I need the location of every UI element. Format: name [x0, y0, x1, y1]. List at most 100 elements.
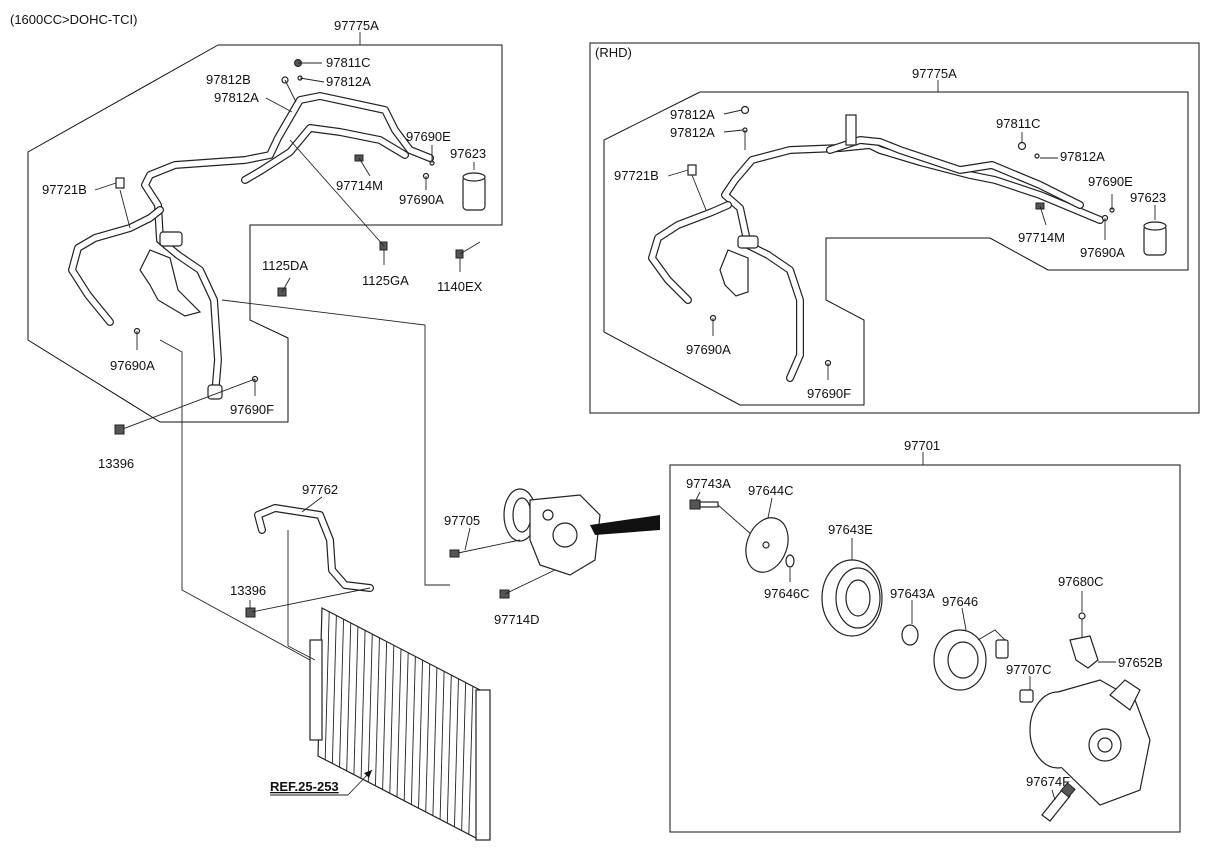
part-label-1140EX[interactable]: 1140EX	[437, 279, 483, 294]
part-label-97646[interactable]: 97646	[942, 594, 978, 609]
condenser-fin	[432, 667, 438, 816]
part-label-97643E[interactable]: 97643E	[828, 522, 873, 537]
part-label-97690F[interactable]: 97690F	[230, 402, 274, 417]
part-label-97652B[interactable]: 97652B	[1118, 655, 1163, 670]
bolt-97743A[interactable]	[689, 499, 719, 510]
condenser-fin	[339, 619, 344, 768]
pulley-97643E[interactable]	[821, 559, 883, 637]
condenser-fin	[375, 637, 380, 786]
part-label-13396-b[interactable]: 13396	[230, 583, 266, 598]
part-label-97762[interactable]: 97762	[302, 482, 338, 497]
condenser-fin	[446, 675, 452, 824]
rhd-bracket	[719, 249, 749, 297]
leader-to-condenser	[159, 339, 311, 661]
part-label-1125DA[interactable]: 1125DA	[262, 258, 308, 273]
bolt-97705	[449, 549, 460, 558]
part-label-97812A-2[interactable]: 97812A	[214, 90, 259, 105]
hose-joint	[159, 231, 183, 247]
compressor-assembly[interactable]	[503, 488, 601, 576]
lhd-suction-hose[interactable]	[141, 92, 434, 399]
ref-label-25-253[interactable]: REF.25-253	[270, 779, 339, 794]
part-label-97743A[interactable]: 97743A	[686, 476, 731, 491]
diagram-title: (1600CC>DOHC-TCI)	[10, 12, 138, 27]
part-label-97812A-rhd-3[interactable]: 97812A	[1060, 149, 1105, 164]
lhd-assembly-outline	[27, 44, 503, 423]
compressor-body[interactable]	[1029, 679, 1151, 806]
part-label-97811C[interactable]: 97811C	[326, 55, 371, 70]
part-label-97690E[interactable]: 97690E	[406, 129, 451, 144]
relief-valve-97674F[interactable]	[1041, 782, 1076, 822]
part-label-1125GA[interactable]: 1125GA	[362, 273, 409, 288]
part-label-97714D[interactable]: 97714D	[494, 612, 540, 627]
discharge-hose-97762[interactable]	[254, 504, 374, 592]
part-label-97812A-rhd-2[interactable]: 97812A	[670, 125, 715, 140]
part-label-97811C-rhd[interactable]: 97811C	[996, 116, 1041, 131]
snap-ring-97643A[interactable]	[901, 624, 919, 646]
condenser-fin	[353, 626, 359, 775]
part-label-97721B[interactable]: 97721B	[42, 182, 87, 197]
part-label-97714M[interactable]: 97714M	[336, 178, 383, 193]
rhd-clip-97721B	[687, 164, 697, 176]
condenser-fin	[324, 611, 330, 760]
part-label-97643A[interactable]: 97643A	[890, 586, 935, 601]
rhd-hose[interactable]	[648, 136, 1104, 382]
lhd-liquid-hose[interactable]	[68, 124, 409, 326]
field-coil-97646[interactable]	[933, 629, 1009, 691]
sensor-97680C[interactable]	[1078, 612, 1086, 620]
snap-ring-97646C[interactable]	[785, 554, 795, 568]
part-label-97680C[interactable]: 97680C	[1058, 574, 1104, 589]
nut-13396-a	[114, 424, 125, 435]
part-label-97812A-rhd-1[interactable]: 97812A	[670, 107, 715, 122]
condenser[interactable]	[309, 607, 491, 841]
part-label-97644C[interactable]: 97644C	[748, 483, 794, 498]
part-label-97775A[interactable]: 97775A	[334, 18, 379, 33]
part-label-97707C[interactable]: 97707C	[1006, 662, 1052, 677]
condenser-fin	[367, 634, 373, 783]
part-label-97690A-1[interactable]: 97690A	[399, 192, 444, 207]
receiver-drier-97623[interactable]	[462, 172, 486, 211]
part-label-97623-rhd[interactable]: 97623	[1130, 190, 1166, 205]
detail-pointer	[590, 515, 660, 535]
lhd-hose-assembly-group: 97775A	[27, 18, 503, 431]
part-label-97721B-rhd[interactable]: 97721B	[614, 168, 659, 183]
part-label-97775A-rhd[interactable]: 97775A	[912, 66, 957, 81]
condenser-fin	[468, 686, 474, 835]
part-label-97646C[interactable]: 97646C	[764, 586, 810, 601]
part-label-13396-a[interactable]: 13396	[98, 456, 134, 471]
condenser-fin	[461, 682, 467, 831]
plug-97707C[interactable]	[1019, 689, 1034, 703]
condenser-fin	[382, 641, 388, 790]
part-label-97690A-rhd-1[interactable]: 97690A	[1080, 245, 1125, 260]
condenser-fin	[410, 656, 416, 805]
rhd-title: (RHD)	[595, 45, 632, 60]
condenser-fin	[425, 663, 431, 812]
part-label-97714M-rhd[interactable]: 97714M	[1018, 230, 1065, 245]
part-label-97690A-rhd-2[interactable]: 97690A	[686, 342, 731, 357]
hose-bracket	[139, 249, 202, 317]
condenser-fin	[331, 615, 337, 764]
part-label-97623[interactable]: 97623	[450, 146, 486, 161]
condenser-fin	[346, 622, 352, 771]
condenser-fin	[360, 630, 366, 779]
condenser-fin	[389, 645, 395, 794]
rhd-box	[589, 42, 1200, 414]
part-label-97690F-rhd[interactable]: 97690F	[807, 386, 851, 401]
condenser-fin	[418, 660, 423, 809]
condenser-fin	[439, 671, 445, 820]
rhd-joint	[737, 235, 759, 249]
part-label-97701[interactable]: 97701	[904, 438, 940, 453]
part-label-97690E-rhd[interactable]: 97690E	[1088, 174, 1133, 189]
rhd-cap-97811C	[1017, 141, 1027, 151]
nut-13396-b	[245, 607, 256, 618]
rhd-group: (RHD) 97775A	[589, 42, 1200, 414]
receiver-drier-97623-rhd[interactable]	[1143, 221, 1167, 256]
part-label-97674F[interactable]: 97674F	[1026, 774, 1070, 789]
control-valve-97652B[interactable]	[1069, 635, 1099, 669]
part-label-97690A-2[interactable]: 97690A	[110, 358, 155, 373]
part-label-97812B[interactable]: 97812B	[206, 72, 251, 87]
part-label-97812A-1[interactable]: 97812A	[326, 74, 371, 89]
shim-plate-97644C[interactable]	[739, 512, 796, 578]
rhd-clamp	[845, 114, 857, 146]
part-label-97705[interactable]: 97705	[444, 513, 480, 528]
